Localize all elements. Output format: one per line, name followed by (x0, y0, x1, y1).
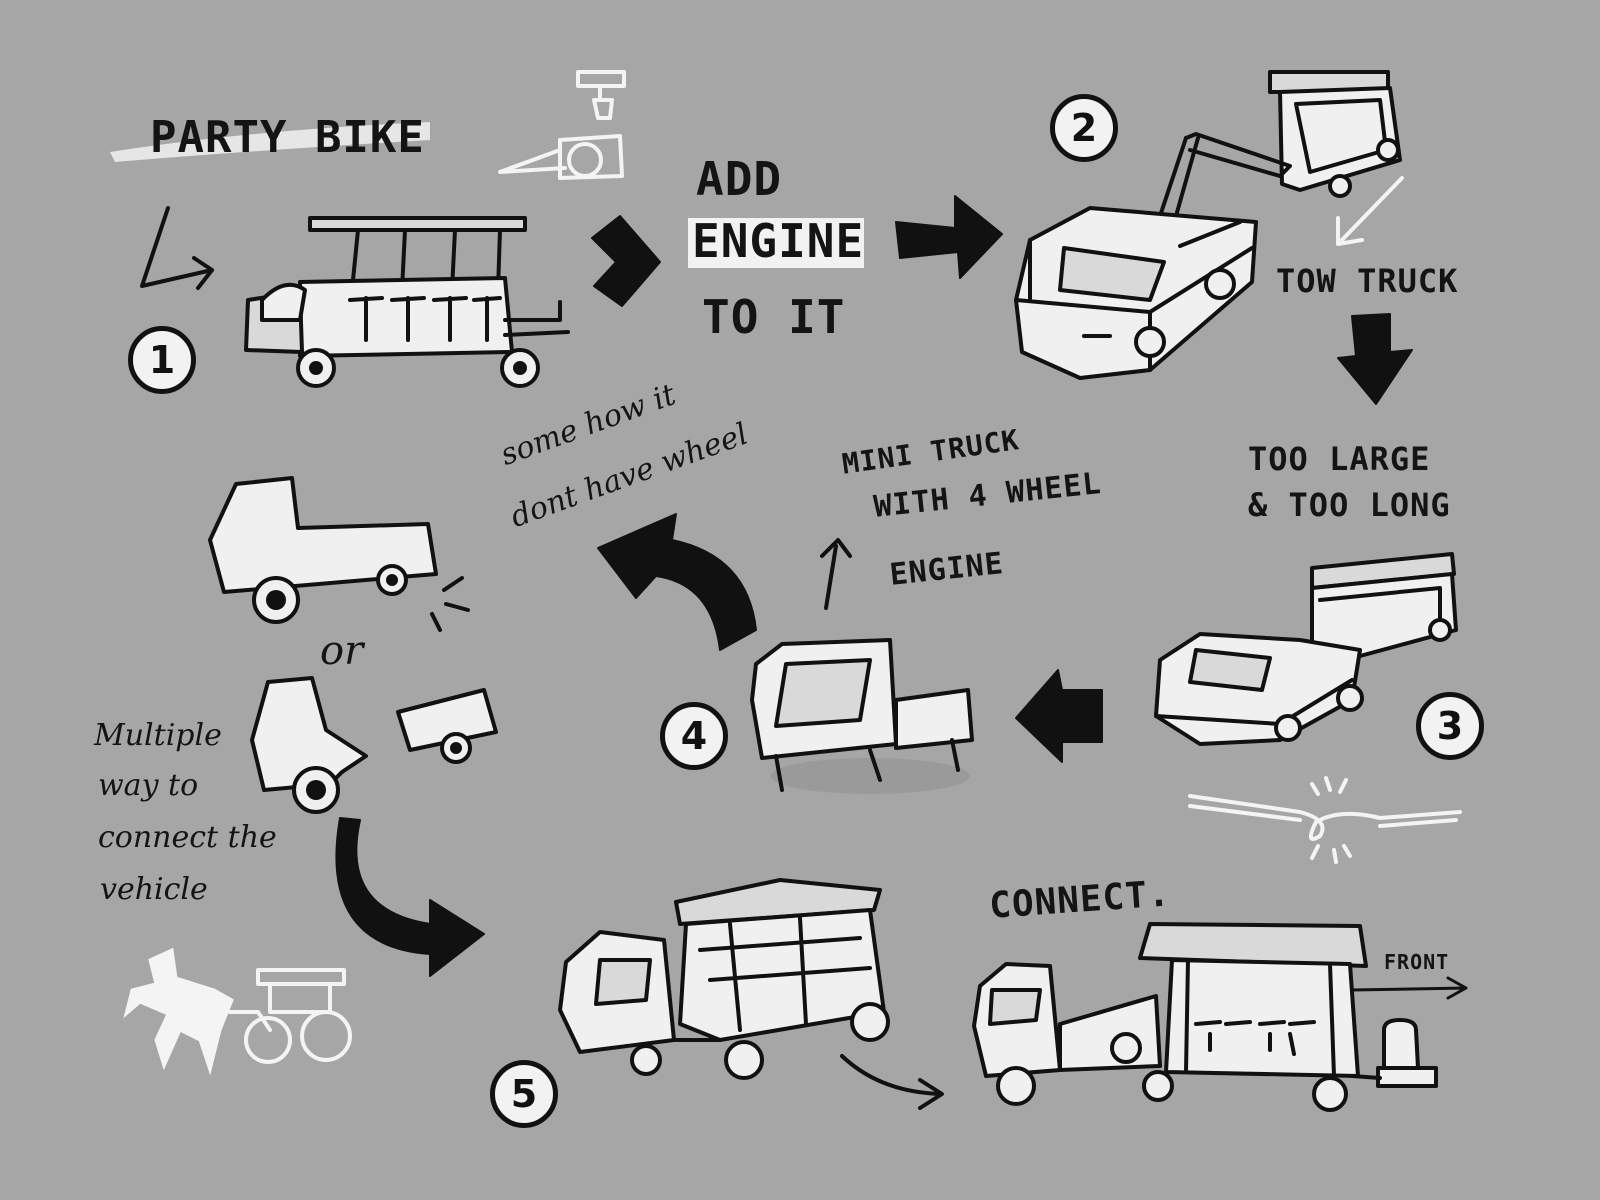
truck-with-bike-drawing (1154, 552, 1458, 746)
curved-arrow-icon (335, 817, 485, 977)
step-2-badge: 2 (1050, 94, 1118, 162)
title-party-bike: PARTY BIKE (150, 112, 425, 163)
party-bike-drawing (244, 216, 570, 388)
split-truck-drawing (250, 676, 498, 814)
step-3-badge: 3 (1416, 692, 1484, 760)
engine-highlight (688, 218, 864, 268)
label-way-to: way to (98, 768, 199, 803)
label-front: FRONT (1384, 950, 1450, 974)
label-to-it: TO IT (702, 290, 846, 344)
small-arrow-icon (820, 538, 852, 610)
label-too-long: & TOO LONG (1248, 486, 1451, 524)
label-multiple: Multiple (94, 718, 222, 753)
title-highlight (110, 122, 430, 162)
tow-truck-drawing (1014, 70, 1402, 380)
arrow-right-icon (591, 215, 661, 307)
step-1-badge: 1 (128, 326, 196, 394)
no-wheel-truck-drawing (208, 476, 470, 632)
white-bike-sketch (498, 70, 626, 180)
white-horse-cart-sketch (123, 947, 352, 1076)
step-5-badge: 5 (490, 1060, 558, 1128)
white-arrow-icon (1336, 176, 1404, 246)
label-connect-the: connect the (98, 820, 277, 855)
label-engine: ENGINE (692, 214, 865, 268)
arrow-down-icon (1337, 313, 1413, 405)
mini-truck-drawing (750, 638, 974, 794)
label-or: or (320, 628, 364, 674)
label-vehicle: vehicle (100, 872, 208, 907)
combined-vehicle-drawing (558, 878, 890, 1080)
label-tow-truck: TOW TRUCK (1276, 262, 1459, 300)
step-4-badge: 4 (660, 702, 728, 770)
thin-arrow-icon (840, 1054, 944, 1110)
corner-arrow-icon (140, 206, 214, 290)
arrow-left-icon (1015, 669, 1103, 763)
front-arrow-icon (1350, 976, 1468, 1000)
curved-arrow-icon (597, 513, 757, 651)
arrow-right-icon (895, 195, 1003, 279)
label-too-large: TOO LARGE (1248, 440, 1431, 478)
label-add: ADD (696, 152, 783, 206)
connected-vehicle-drawing (972, 922, 1438, 1112)
white-knot-sketch (1188, 776, 1462, 864)
